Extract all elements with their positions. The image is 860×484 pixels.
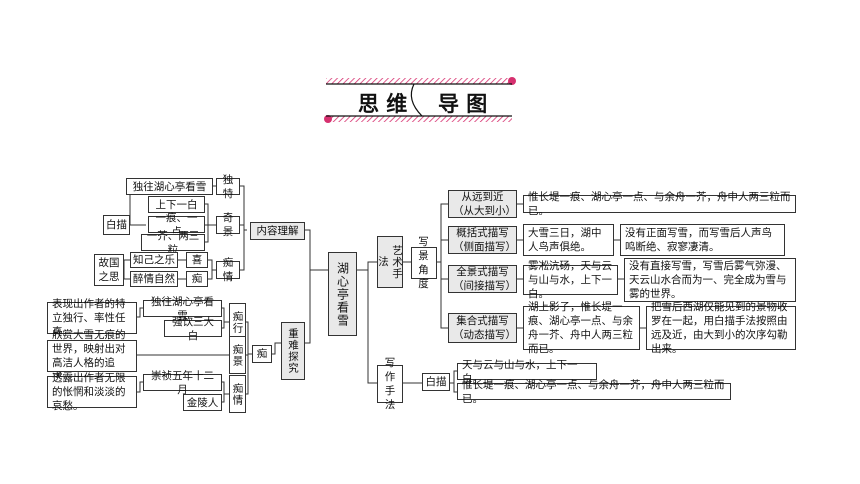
banner-ribbon — [324, 77, 516, 123]
baimiao-item-2: 惟长堤一痕、湖心亭一点、与余舟一芥，舟中人两三粒而已。 — [457, 379, 731, 405]
angle-3-text-1: 雾凇沆砀，天与云与山与水，上下一白。 — [523, 260, 618, 300]
node-chiqing: 痴情 — [216, 257, 240, 283]
root-node: 湖心亭看雪 — [328, 252, 357, 336]
node-xiejing: 写景角度 — [411, 236, 437, 290]
angle-4-text-1: 湖上影子，惟长堤一痕、湖心亭一点、与余舟一芥、舟中人两三粒而已。 — [523, 301, 640, 355]
angle-1-text-1: 惟长堤一痕、湖心亭一点、与余舟一芥，舟中人两三粒而已。 — [523, 191, 796, 217]
title-left: 思 维 — [358, 91, 408, 116]
node-yishu: 艺术手法 — [377, 236, 403, 288]
angle-2-text-2: 没有正面写雪，而写雪后人声鸟鸣断绝、寂寥凄清。 — [620, 224, 785, 256]
angle-3-text-2: 没有直接写雪，写雪后雾气弥漫、天云山水合而为一、完全成为雪与雾的世界。 — [624, 258, 796, 302]
group-chixing: 痴行 — [229, 303, 246, 341]
node-xiezuo: 写作手法 — [377, 357, 403, 411]
angle-2-name: 概括式描写（侧面描写） — [448, 226, 517, 254]
title-banner: 思 维 导 图 — [322, 76, 518, 124]
note-chiqing: 透露出作者无限的怅惘和淡淡的哀愁。 — [47, 372, 137, 412]
chiqing-text-2: 醉情自然 — [130, 271, 178, 287]
node-guguo: 故国之思 — [94, 254, 124, 286]
angle-2-text-1: 大雪三日，湖中人鸟声俱绝。 — [523, 224, 614, 256]
angle-3-name: 全景式描写（间接描写） — [448, 265, 517, 293]
qijing-item-3: 一芥、两三粒 — [141, 230, 205, 256]
qijing-item-2: 一痕、一点 — [148, 212, 205, 238]
chiqing-text-1: 知己之乐 — [130, 252, 178, 268]
chiqing-item-1: 崇祯五年十二月 — [143, 370, 222, 396]
node-baimiao-right: 白描 — [422, 373, 450, 391]
angle-4-text-2: 把雪后西湖仅能见到的景物收罗在一起，用白描手法按照由远及近，由大到小的次序勾勒出… — [646, 301, 796, 355]
chixing-item-2: 强饮三大白 — [164, 316, 222, 342]
angle-1-name: 从远到近（从大到小） — [448, 190, 517, 218]
note-chixing: 表现出作者的特立独行、率性任真。 — [47, 298, 137, 338]
chiqing-label-1: 喜 — [186, 252, 208, 268]
node-neirong: 内容理解 — [250, 222, 305, 240]
angle-4-name: 集合式描写（动态描写） — [448, 313, 517, 343]
chiqing-item-2: 金陵人 — [183, 394, 222, 411]
title-right: 导 图 — [438, 91, 488, 116]
node-qijing: 奇景 — [216, 212, 240, 238]
group-chiqing: 痴情 — [229, 375, 246, 413]
group-chijing: 痴景 — [229, 336, 246, 374]
note-chijing: 欣赏大雪无痕的世界，映射出对高洁人格的追求。 — [47, 329, 137, 383]
node-baimiao-left: 白描 — [103, 215, 130, 235]
node-chi: 痴 — [252, 345, 272, 363]
node-dute-text: 独往湖心亭看雪 — [126, 178, 213, 195]
node-zhongnan: 重难探究 — [281, 322, 305, 380]
chixing-item-1: 独往湖心亭看雪 — [143, 296, 222, 322]
qijing-item-1: 上下一白 — [148, 196, 205, 213]
node-dute: 独特 — [216, 174, 240, 200]
chiqing-label-2: 痴 — [186, 271, 208, 287]
